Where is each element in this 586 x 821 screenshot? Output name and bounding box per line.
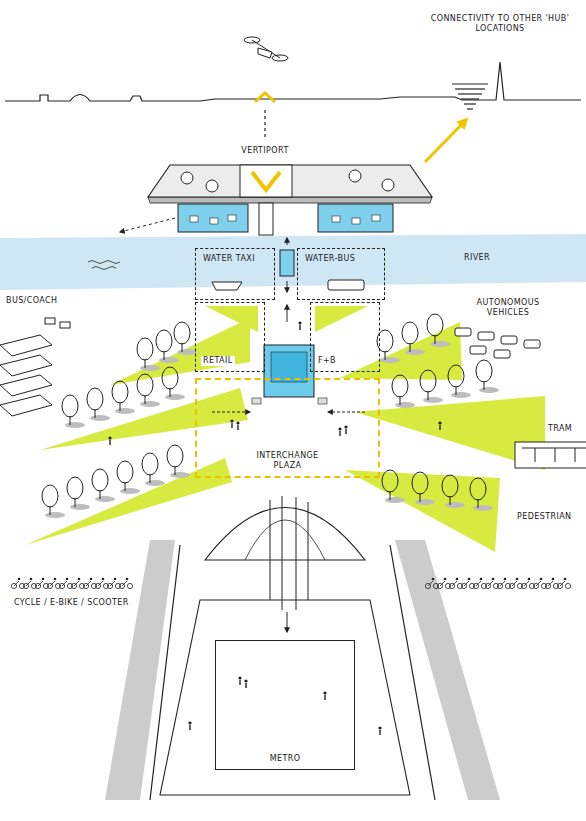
river [0, 234, 586, 290]
food-beverage-zone: F+B [310, 302, 380, 372]
area-label: TRAM [546, 424, 574, 434]
zone-label: F+B [316, 356, 338, 366]
area-label: AUTONOMOUS VEHICLES [466, 298, 550, 318]
zone-label: METRO [268, 754, 303, 764]
flight-path [264, 110, 265, 137]
area-label: CYCLE / E-BIKE / SCOOTER [12, 598, 131, 608]
zone-label: WATER TAXI [201, 254, 257, 264]
skyline [5, 62, 581, 101]
area-label: CONNECTIVITY TO OTHER 'HUB' LOCATIONS [425, 14, 575, 34]
lift-capsule [280, 250, 294, 276]
interchange-plaza: INTERCHANGE PLAZA [195, 378, 380, 478]
area-label: PEDESTRIAN [515, 512, 573, 522]
tram [515, 442, 586, 468]
cycle-row [11, 578, 570, 589]
flow-arrow [328, 412, 365, 413]
water-bus-zone: WATER-BUS [297, 248, 385, 300]
area-label: RIVER [462, 253, 492, 263]
zone-label: INTERCHANGE PLAZA [245, 451, 331, 471]
vertiport-area: VERTIPORT [140, 141, 390, 163]
water-taxi-boat [212, 282, 242, 290]
flow-arrow [287, 305, 288, 322]
zone-label: WATER-BUS [303, 254, 357, 264]
water-taxi-zone: WATER TAXI [195, 248, 275, 300]
interchange-lift [252, 345, 327, 404]
metro-station: METRO [215, 640, 355, 770]
connectivity-arrow [425, 120, 466, 162]
people [108, 321, 441, 445]
trees [42, 314, 499, 518]
zone-label: RETAIL [201, 356, 235, 366]
people [188, 676, 381, 735]
dashed-arrow [120, 218, 175, 232]
metro-building [105, 496, 500, 800]
area-label: BUS/COACH [4, 296, 59, 306]
waves [88, 261, 120, 270]
drone-icon [244, 37, 288, 61]
hub-icon [452, 84, 488, 109]
zone-label: VERTIPORT [239, 146, 290, 156]
chevron [255, 93, 275, 102]
down-arrow [287, 281, 288, 292]
retail-zone: RETAIL [195, 302, 265, 372]
flow-arrow [287, 612, 288, 632]
up-arrow [287, 238, 288, 245]
vertiport-platform [148, 165, 432, 235]
autonomous-vehicles [455, 328, 540, 358]
water-bus-boat [328, 280, 364, 290]
flow-arrow [212, 412, 250, 413]
bus-coach [0, 318, 70, 416]
